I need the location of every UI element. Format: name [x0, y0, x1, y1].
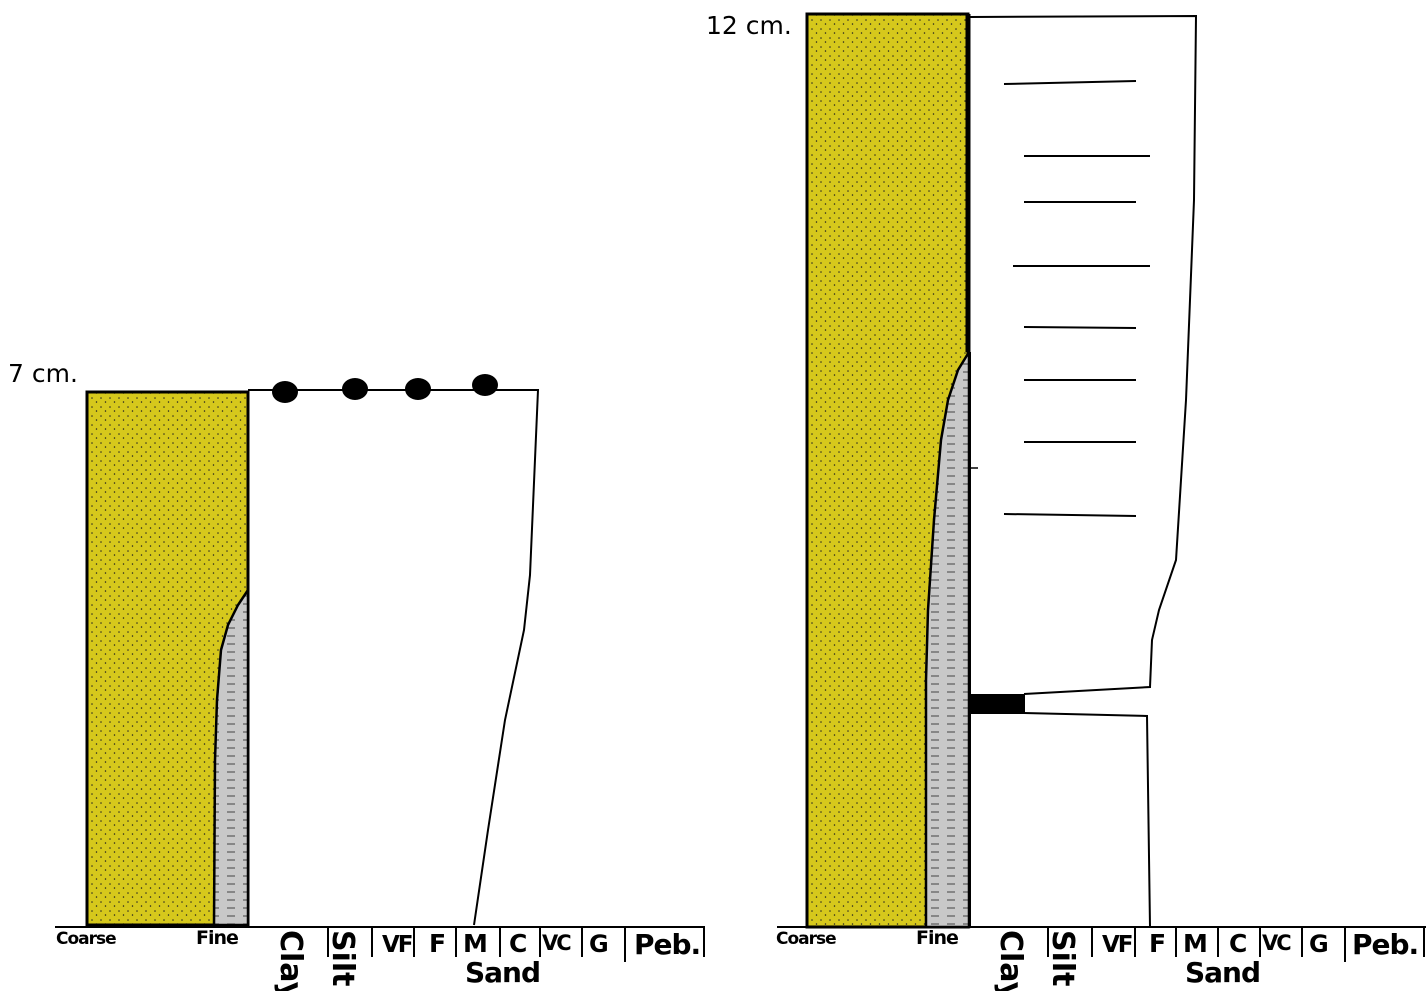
right-c-label: C: [1229, 929, 1247, 958]
right-scale-ticks: [1047, 927, 1425, 962]
left-coarse-label: Coarse: [56, 929, 116, 949]
mud-layer-icon: [970, 694, 1025, 714]
pebble-icon: [472, 374, 498, 396]
left-m-label: M: [463, 929, 488, 958]
left-silt-wedge: [212, 585, 250, 927]
right-vf-label: VF: [1102, 932, 1132, 958]
right-clay-label: Clay: [993, 930, 1028, 991]
right-f-label: F: [1149, 929, 1166, 958]
left-fine-label: Fine: [196, 927, 238, 949]
left-vc-label: VC: [542, 931, 571, 955]
right-coarse-label: Coarse: [776, 929, 836, 949]
pebble-icon: [272, 381, 298, 403]
pebble-icon: [405, 378, 431, 400]
right-grainsize-profile-lower: [1023, 712, 1151, 928]
left-f-label: F: [429, 929, 446, 958]
right-fine-label: Fine: [916, 927, 958, 949]
right-log: 12 cm.: [706, 11, 1426, 991]
left-c-label: C: [509, 929, 527, 958]
left-log: 7 cm. Coarse Fine Clay: [8, 359, 705, 991]
left-thickness-label: 7 cm.: [8, 359, 78, 388]
parallel-lamination-icon: [1003, 80, 1150, 517]
right-peb-label: Peb.: [1352, 928, 1418, 961]
right-thickness-label: 12 cm.: [706, 11, 792, 40]
left-g-label: G: [589, 930, 609, 958]
left-pebbles: [272, 374, 498, 403]
left-peb-label: Peb.: [634, 928, 700, 961]
left-clay-label: Clay: [273, 930, 308, 991]
left-sand-label: Sand: [465, 956, 540, 989]
left-vf-label: VF: [382, 932, 412, 958]
right-g-label: G: [1309, 930, 1329, 958]
left-grainsize-profile: [248, 389, 540, 926]
right-sand-label: Sand: [1185, 956, 1260, 989]
right-vc-label: VC: [1262, 931, 1291, 955]
pebble-icon: [342, 378, 368, 400]
left-scale-ticks: [327, 927, 705, 962]
right-grainsize-profile-upper: [969, 14, 1198, 695]
right-silt-label: Silt: [1045, 930, 1080, 987]
left-silt-label: Silt: [325, 930, 360, 987]
right-m-label: M: [1183, 929, 1208, 958]
